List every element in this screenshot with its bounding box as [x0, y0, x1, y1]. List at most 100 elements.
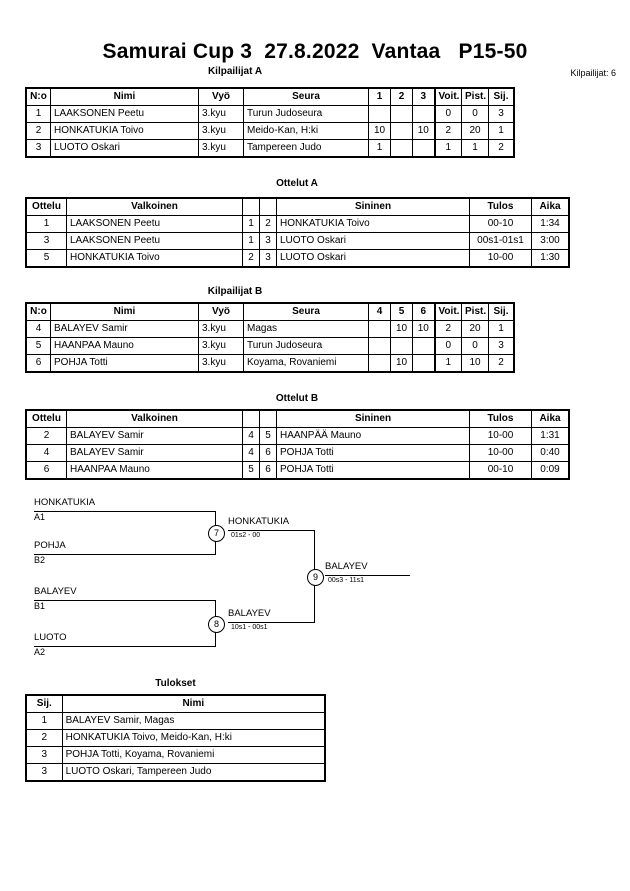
cell-wins: 1 [433, 354, 462, 372]
cell-no: 6 [26, 354, 51, 372]
cell-blue-no: 5 [259, 427, 277, 445]
table-header-row: N:o Nimi Vyö Seura 1 2 3 Voit. Pist. Sij… [26, 88, 514, 106]
col-header-score-1: 1 [368, 88, 391, 106]
col-header-belt: Vyö [198, 88, 244, 106]
cell-score-4 [368, 354, 391, 372]
cell-blue-name: LUOTO Oskari [276, 232, 470, 250]
cell-rank: 2 [488, 354, 514, 372]
cell-name: POHJA Totti, Koyama, Rovaniemi [61, 746, 326, 764]
table-row: 2 HONKATUKIA Toivo, Meido-Kan, H:ki [26, 729, 326, 747]
bracket-node-winner: BALAYEV [325, 561, 368, 572]
cell-rank: 1 [488, 320, 514, 338]
col-header-score-5: 5 [390, 303, 413, 321]
cell-score-6: 10 [412, 320, 435, 338]
cell-white-no: 1 [242, 215, 260, 233]
pool-a-caption: Kilpailijat A [207, 66, 263, 77]
cell-name: LUOTO Oskari [50, 139, 199, 157]
cell-match-no: 6 [26, 461, 67, 479]
cell-points: 20 [461, 122, 489, 140]
cell-time: 1:34 [531, 215, 569, 233]
cell-result: 00-10 [469, 215, 532, 233]
col-header-club: Seura [243, 303, 369, 321]
table-header-row: Ottelu Valkoinen Sininen Tulos Aika [26, 198, 569, 216]
cell-time: 3:00 [531, 232, 569, 250]
col-header-points: Pist. [461, 88, 489, 106]
cell-score-4 [368, 337, 391, 355]
cell-club: Turun Judoseura [243, 337, 369, 355]
bracket-entry-name: BALAYEV [34, 586, 77, 597]
bracket-entry-name: LUOTO [34, 632, 67, 643]
cell-white-name: LAAKSONEN Peetu [66, 232, 243, 250]
table-row: 6 POHJA Totti 3.kyu Koyama, Rovaniemi 10… [26, 354, 514, 372]
col-header-no: N:o [26, 303, 51, 321]
cell-score-2 [390, 139, 413, 157]
cell-result: 10-00 [469, 444, 532, 462]
col-header-score-3: 3 [412, 88, 435, 106]
table-row: 1 LAAKSONEN Peetu 3.kyu Turun Judoseura … [26, 105, 514, 123]
col-header-name: Nimi [50, 88, 199, 106]
page-title: Samurai Cup 3 27.8.2022 Vantaa P15-50 [102, 40, 528, 63]
entrants-count: Kilpailijat: 6 [570, 68, 616, 78]
cell-belt: 3.kyu [198, 105, 244, 123]
col-header-result: Tulos [469, 410, 532, 428]
bracket-line [34, 646, 216, 647]
table-row: 1 BALAYEV Samir, Magas [26, 712, 326, 730]
cell-points: 20 [461, 320, 489, 338]
cell-score-3 [412, 139, 435, 157]
col-header-blue: Sininen [276, 410, 470, 428]
cell-blue-name: HONKATUKIA Toivo [276, 215, 470, 233]
cell-white-no: 4 [242, 427, 260, 445]
col-header-points: Pist. [461, 303, 489, 321]
cell-no: 3 [26, 139, 51, 157]
cell-match-no: 2 [26, 427, 67, 445]
cell-rank: 3 [26, 763, 63, 781]
bracket-line [228, 622, 315, 623]
cell-points: 10 [461, 354, 489, 372]
cell-rank: 1 [26, 712, 63, 730]
cell-blue-no: 3 [259, 232, 277, 250]
col-header-score-6: 6 [412, 303, 435, 321]
cell-score-2 [390, 122, 413, 140]
table-row: 5 HONKATUKIA Toivo 2 3 LUOTO Oskari 10-0… [26, 249, 569, 267]
table-row: 2 HONKATUKIA Toivo 3.kyu Meido-Kan, H:ki… [26, 122, 514, 140]
col-header-no: N:o [26, 88, 51, 106]
cell-rank: 2 [26, 729, 63, 747]
table-header-row: N:o Nimi Vyö Seura 4 5 6 Voit. Pist. Sij… [26, 303, 514, 321]
cell-white-name: BALAYEV Samir [66, 444, 243, 462]
bracket-node-8: 8 [208, 616, 225, 633]
table-row: 3 POHJA Totti, Koyama, Rovaniemi [26, 746, 326, 764]
col-header-rank: Sij. [26, 695, 63, 713]
cell-score-6 [412, 354, 435, 372]
table-row: 3 LUOTO Oskari, Tampereen Judo [26, 763, 326, 781]
col-header-result: Tulos [469, 198, 532, 216]
cell-rank: 2 [488, 139, 514, 157]
cell-score-5: 10 [390, 320, 413, 338]
cell-points: 1 [461, 139, 489, 157]
cell-club: Magas [243, 320, 369, 338]
table-header-row: Sij. Nimi [26, 695, 326, 713]
cell-white-name: HONKATUKIA Toivo [66, 249, 243, 267]
cell-score-1: 10 [368, 122, 391, 140]
table-row: 4 BALAYEV Samir 4 6 POHJA Totti 10-00 0:… [26, 444, 569, 462]
bracket-entry-seed: A1 [34, 512, 46, 522]
col-header-name: Nimi [50, 303, 199, 321]
cell-belt: 3.kyu [198, 337, 244, 355]
col-header-wins: Voit. [433, 88, 462, 106]
cell-white-no: 1 [242, 232, 260, 250]
cell-score-1 [368, 105, 391, 123]
bracket-line [325, 575, 410, 576]
table-row: 1 LAAKSONEN Peetu 1 2 HONKATUKIA Toivo 0… [26, 215, 569, 233]
results-table: Sij. Nimi 1 BALAYEV Samir, Magas 2 HONKA… [25, 694, 326, 782]
cell-name: HONKATUKIA Toivo [50, 122, 199, 140]
bracket-node-winner: BALAYEV [228, 608, 271, 619]
table-row: 3 LUOTO Oskari 3.kyu Tampereen Judo 1 1 … [26, 139, 514, 157]
col-header-blue: Sininen [276, 198, 470, 216]
cell-blue-no: 3 [259, 249, 277, 267]
cell-club: Tampereen Judo [243, 139, 369, 157]
col-header-name: Nimi [61, 695, 326, 713]
bracket-node-9: 9 [307, 569, 324, 586]
bracket-node-winner: HONKATUKIA [228, 516, 290, 527]
cell-points: 0 [461, 337, 489, 355]
pool-a-table: N:o Nimi Vyö Seura 1 2 3 Voit. Pist. Sij… [25, 87, 515, 158]
cell-belt: 3.kyu [198, 122, 244, 140]
